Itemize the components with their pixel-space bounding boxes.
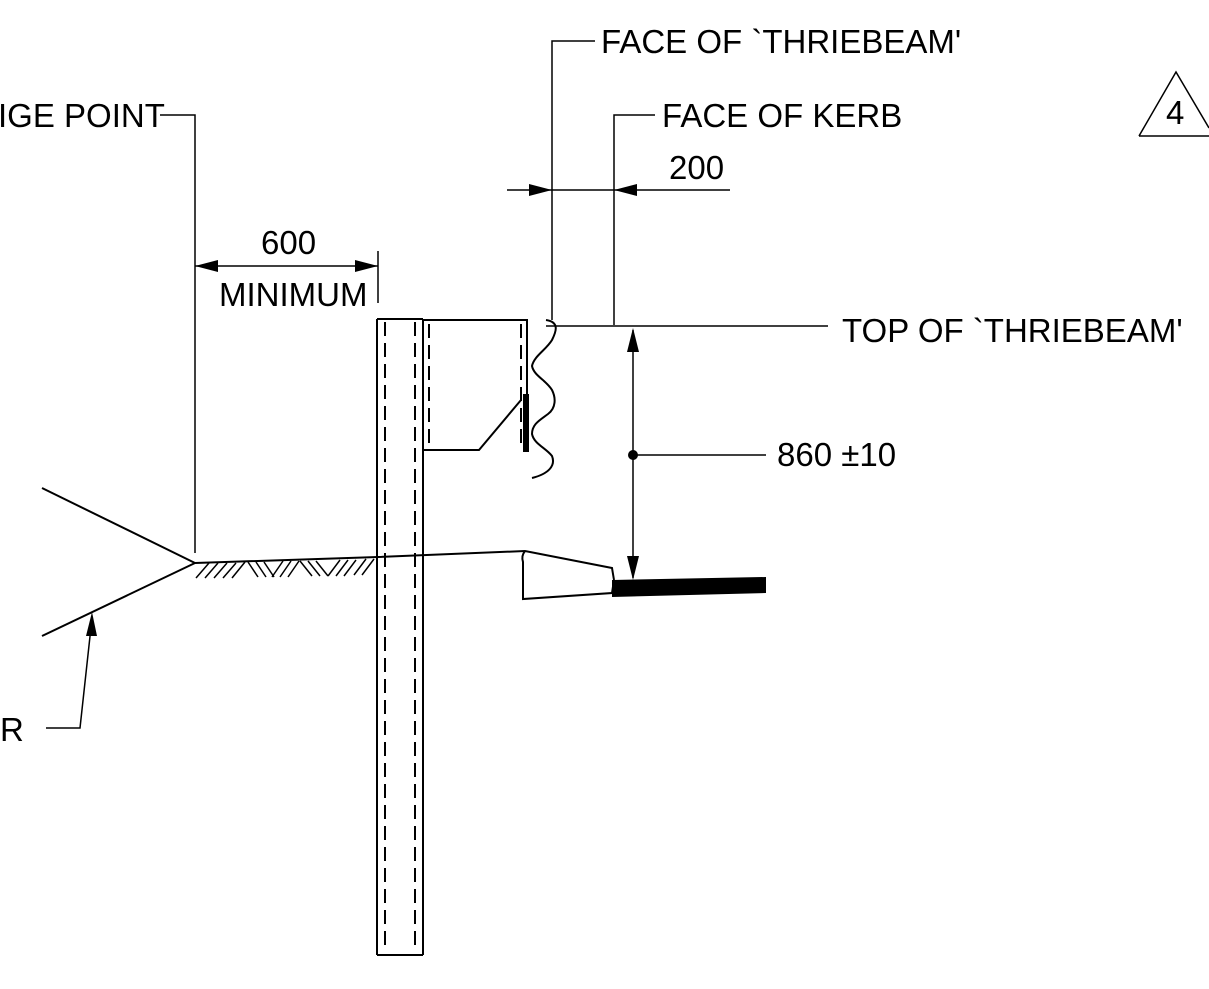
leader-lines xyxy=(46,40,828,729)
kerb xyxy=(521,550,766,601)
dimension-200-label: 200 xyxy=(669,149,724,186)
dimension-600-label: 600 xyxy=(261,224,316,261)
top-of-thriebeam-label: TOP OF `THRIEBEAM' xyxy=(842,312,1183,349)
dimension-860 xyxy=(627,328,766,580)
dimension-600 xyxy=(195,251,379,303)
height-dimension-label: 860 ±10 xyxy=(777,436,896,473)
blockout xyxy=(423,319,528,452)
minimum-label: MINIMUM xyxy=(219,276,367,313)
ground-profile xyxy=(41,487,615,637)
pavement-surface xyxy=(612,577,766,597)
revision-number: 4 xyxy=(1166,94,1184,131)
dimension-200 xyxy=(507,184,730,196)
hinge-point-label: IGE POINT xyxy=(0,97,165,134)
steel-post xyxy=(376,318,424,956)
ground-hatching xyxy=(195,558,375,579)
revision-triangle xyxy=(1138,70,1209,137)
rail-backing-plate xyxy=(523,394,529,452)
batter-label-fragment: R xyxy=(0,711,24,748)
face-of-kerb-label: FACE OF KERB xyxy=(662,97,902,134)
face-of-thriebeam-label: FACE OF `THRIEBEAM' xyxy=(601,23,961,60)
thriebeam-rail xyxy=(523,319,557,479)
